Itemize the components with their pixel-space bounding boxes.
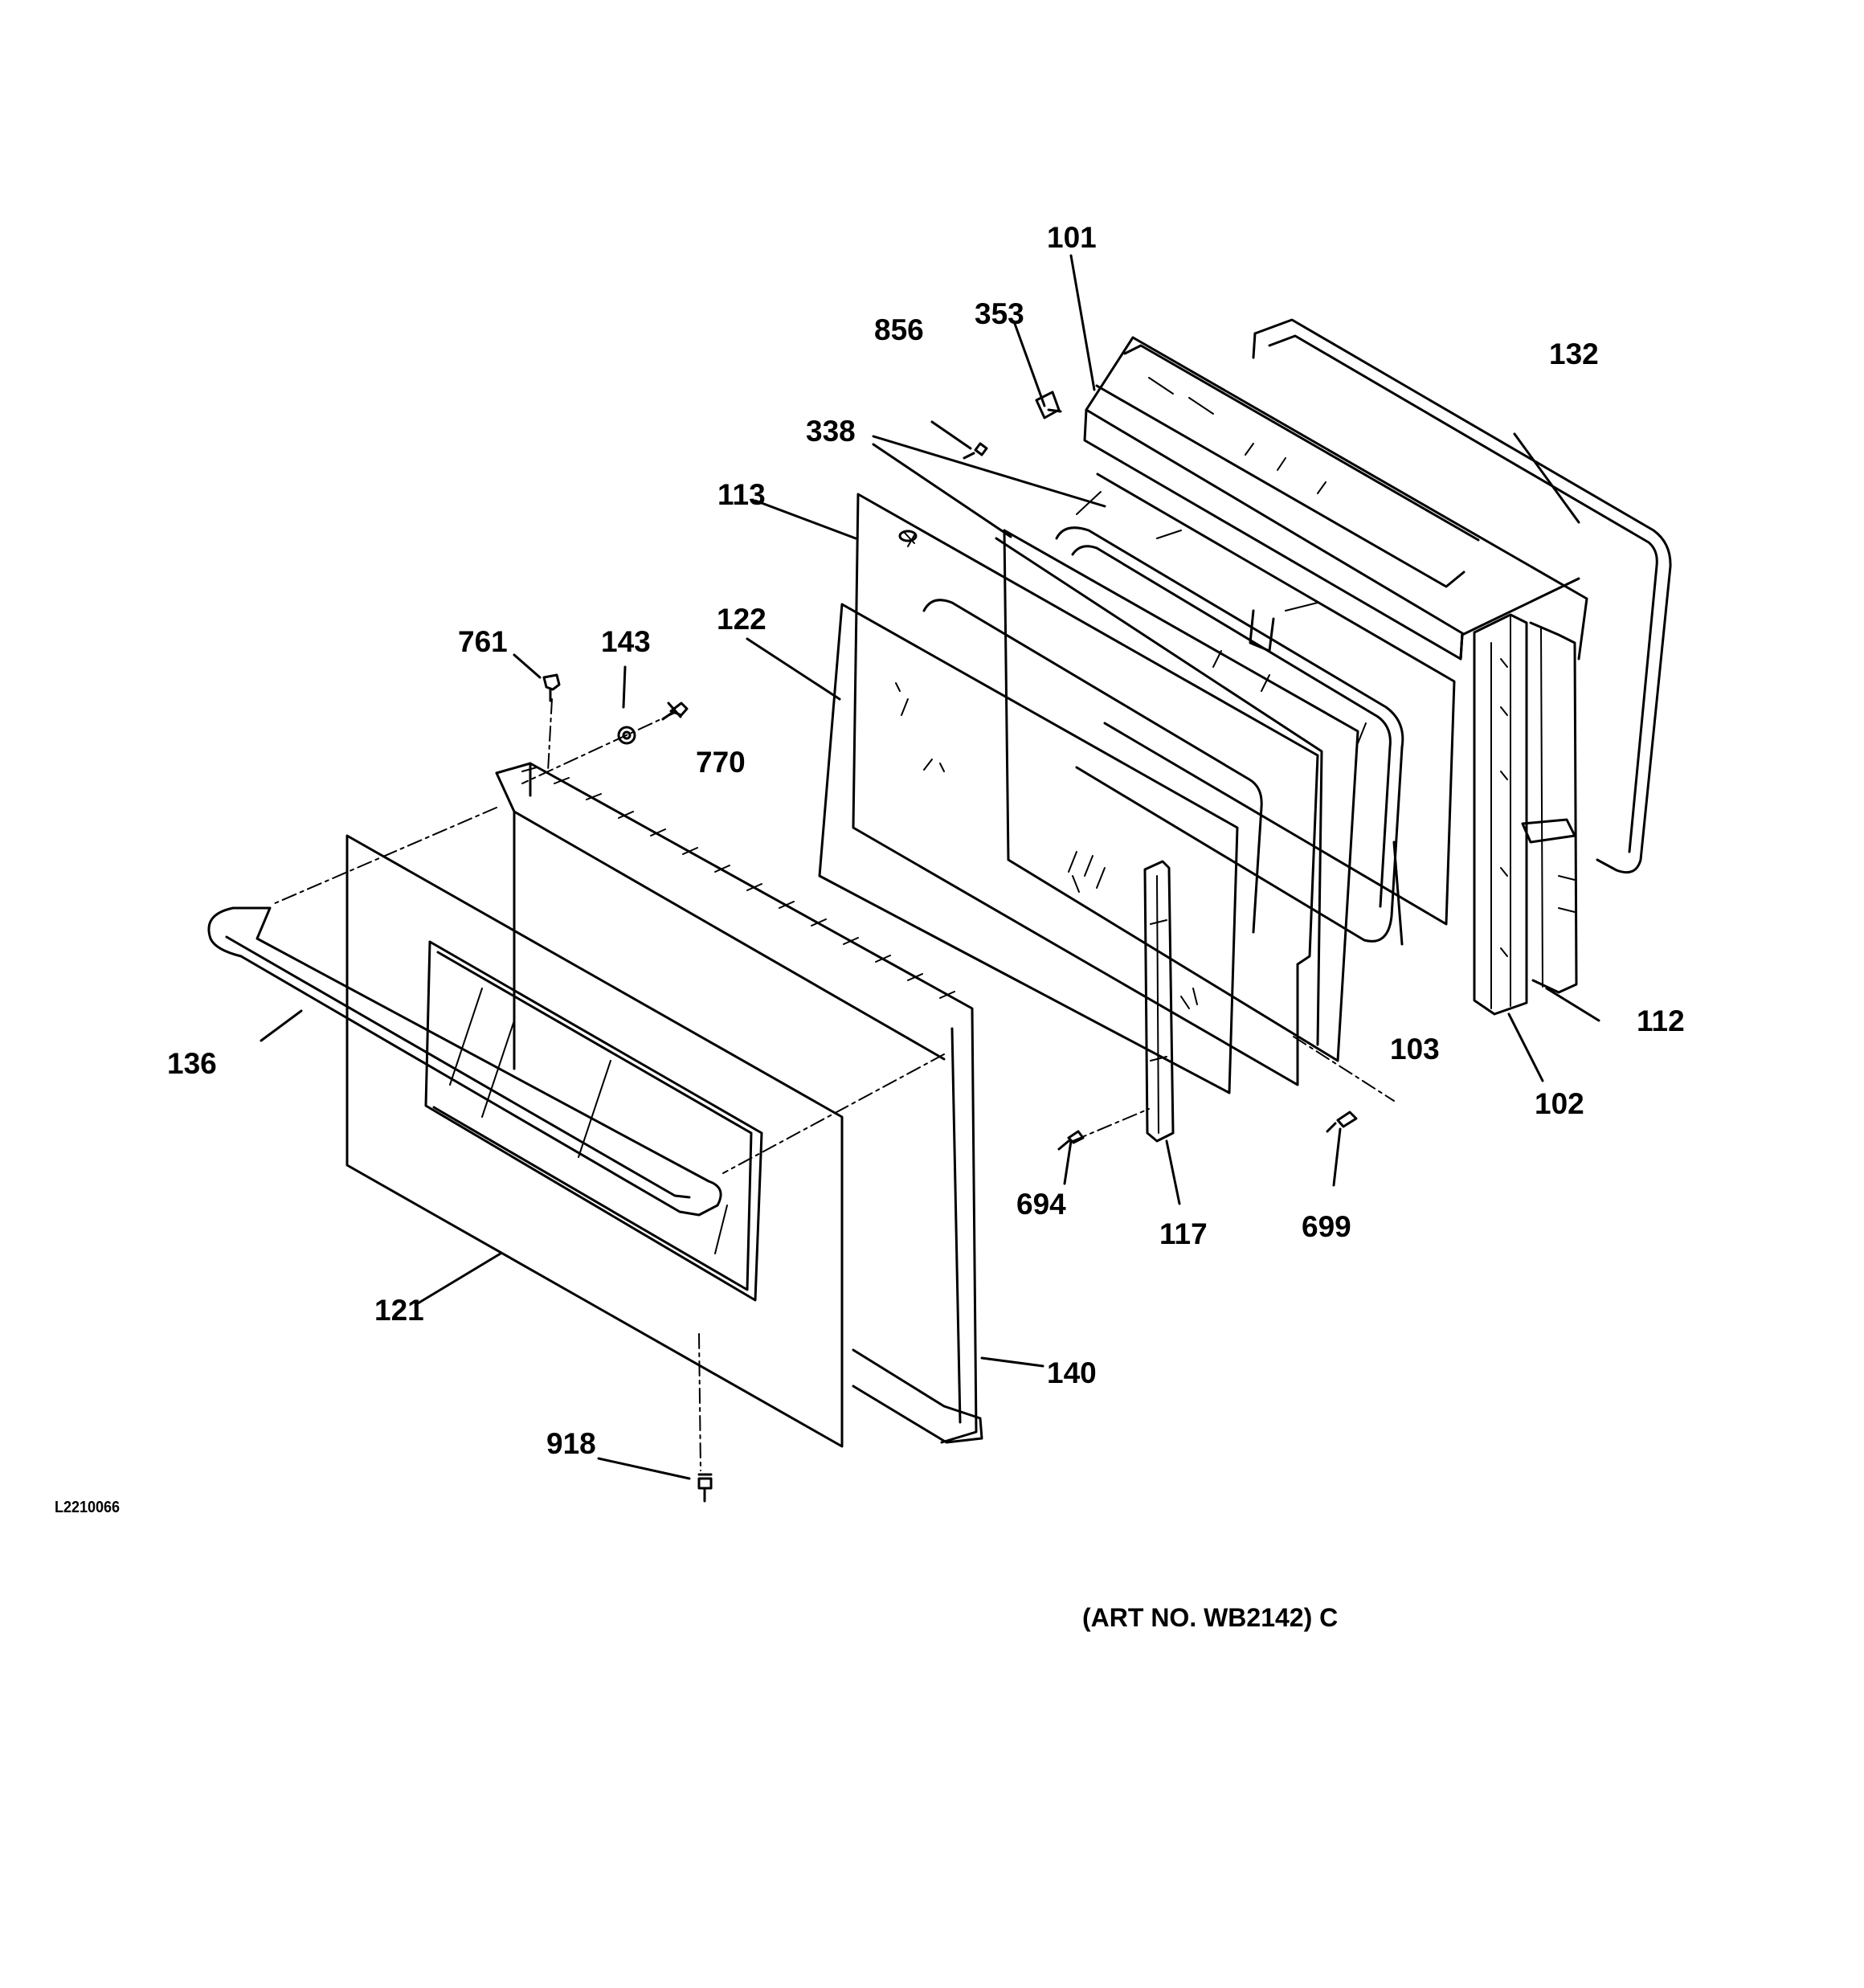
outer-door-panel-shape (345, 834, 844, 1448)
callout-856: 856 (874, 313, 924, 346)
callout-102: 102 (1535, 1087, 1584, 1120)
callout-117: 117 (1159, 1217, 1208, 1250)
door-handle-shape (207, 906, 722, 1217)
callout-112: 112 (1637, 1004, 1685, 1037)
callout-140: 140 (1047, 1356, 1097, 1389)
door-frame-shape (495, 762, 983, 1444)
callout-122: 122 (717, 603, 766, 636)
callout-338: 338 (806, 415, 856, 448)
callout-132: 132 (1549, 337, 1599, 370)
inner-panel-shape (852, 493, 1319, 1086)
hinge-channel-shape (1473, 613, 1528, 1016)
leader-lines (260, 254, 1600, 1480)
door-window-glass-shape (818, 603, 1239, 1094)
callout-353: 353 (975, 297, 1024, 330)
callout-143: 143 (601, 625, 651, 658)
side-trim-shape (1143, 860, 1175, 1143)
alignment-lines (272, 698, 1395, 1471)
callout-101: 101 (1047, 221, 1097, 254)
callout-699: 699 (1302, 1210, 1351, 1243)
callout-761: 761 (458, 625, 508, 658)
door-gasket-shape (1252, 318, 1672, 874)
glass-pack-shape (995, 472, 1456, 1062)
drawing-code: L2210066 (55, 1499, 121, 1516)
hinge-shape (1521, 621, 1578, 994)
callout-113: 113 (717, 478, 766, 511)
callout-694: 694 (1016, 1188, 1066, 1221)
callout-770: 770 (696, 746, 746, 779)
insulation-shape (1055, 526, 1404, 943)
callout-121: 121 (374, 1294, 424, 1327)
door-inner-liner-shape (1083, 336, 1588, 661)
callout-918: 918 (546, 1427, 596, 1460)
art-number: (ART NO. WB2142) C (1082, 1603, 1339, 1632)
callout-136: 136 (167, 1047, 217, 1080)
callout-103: 103 (1390, 1033, 1440, 1066)
